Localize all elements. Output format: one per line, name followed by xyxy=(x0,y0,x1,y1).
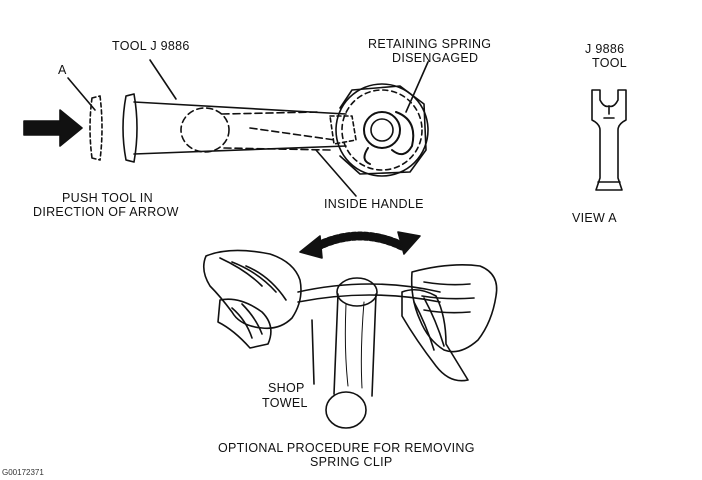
j9886-tool-label-line2: TOOL xyxy=(592,56,628,70)
tool-shaft xyxy=(133,101,347,155)
rotation-arrowhead-left xyxy=(299,235,323,259)
rotation-arrowhead-right xyxy=(397,231,421,255)
towel-band-lower xyxy=(297,294,441,303)
tool-collar xyxy=(122,93,138,163)
right-hand-fingers xyxy=(421,281,475,314)
hub-plate xyxy=(339,85,427,175)
push-direction-arrow xyxy=(23,109,83,147)
left-hand-outline xyxy=(202,249,302,330)
rotation-arrow xyxy=(299,231,421,259)
towel-band-upper xyxy=(297,283,441,293)
tool-end-view-slot xyxy=(603,105,615,119)
hub-dashed-ring xyxy=(341,89,423,171)
crank-arm-highlight xyxy=(344,301,365,389)
spindle-inner xyxy=(370,118,394,142)
j9886-tool-label-line1: J 9886 xyxy=(585,42,625,56)
letter-a-leader xyxy=(67,77,96,111)
tool-tip-dashed xyxy=(329,115,357,145)
optional-procedure-caption-line2: SPRING CLIP xyxy=(310,455,393,469)
tool-end-view xyxy=(591,89,627,191)
tool-j9886-label: TOOL J 9886 xyxy=(112,39,190,53)
right-towel xyxy=(401,288,469,382)
tool-label-leader xyxy=(149,59,177,100)
tool-j9886-body xyxy=(89,93,347,163)
crank-arm xyxy=(333,293,377,397)
hub-outer-ring xyxy=(335,83,429,177)
retaining-spring-label-line1: RETAINING SPRING xyxy=(368,37,492,51)
crank-hub xyxy=(336,277,378,307)
push-tool-label-line1: PUSH TOOL IN xyxy=(62,191,153,205)
window-crank-handle xyxy=(325,277,378,429)
crank-knob xyxy=(325,391,367,429)
retaining-spring-label-line2: DISENGAGED xyxy=(392,51,479,65)
shop-towel-leader xyxy=(311,319,315,385)
shop-towel-label-line2: TOWEL xyxy=(262,396,308,410)
retaining-spring-leader xyxy=(405,61,429,113)
right-towel-folds xyxy=(413,297,445,351)
shop-towel-label-line1: SHOP xyxy=(268,381,305,395)
left-hand-fingers xyxy=(219,257,287,301)
handle-knob-hidden xyxy=(180,107,230,153)
figure-code: G00172371 xyxy=(2,468,44,477)
spindle-outer xyxy=(363,111,401,149)
left-hand-with-towel xyxy=(202,249,302,349)
tool-end-dashed xyxy=(89,95,103,161)
push-tool-label-line2: DIRECTION OF ARROW xyxy=(33,205,179,219)
view-a-label: VIEW A xyxy=(572,211,617,225)
right-hand-with-towel xyxy=(401,264,498,382)
right-hand-outline xyxy=(410,264,498,353)
view-a-letter-label: A xyxy=(58,63,67,77)
inside-handle-label: INSIDE HANDLE xyxy=(324,197,424,211)
left-towel xyxy=(217,298,272,349)
tool-end-view-outline xyxy=(591,89,627,191)
regulator-hub xyxy=(329,83,429,177)
retaining-spring-clip xyxy=(363,111,415,165)
optional-procedure-caption-line1: OPTIONAL PROCEDURE FOR REMOVING xyxy=(218,441,475,455)
left-towel-folds xyxy=(231,303,263,339)
rotation-arc xyxy=(313,231,407,251)
handle-arm-hidden xyxy=(221,111,336,151)
inside-handle-leader xyxy=(315,149,357,197)
